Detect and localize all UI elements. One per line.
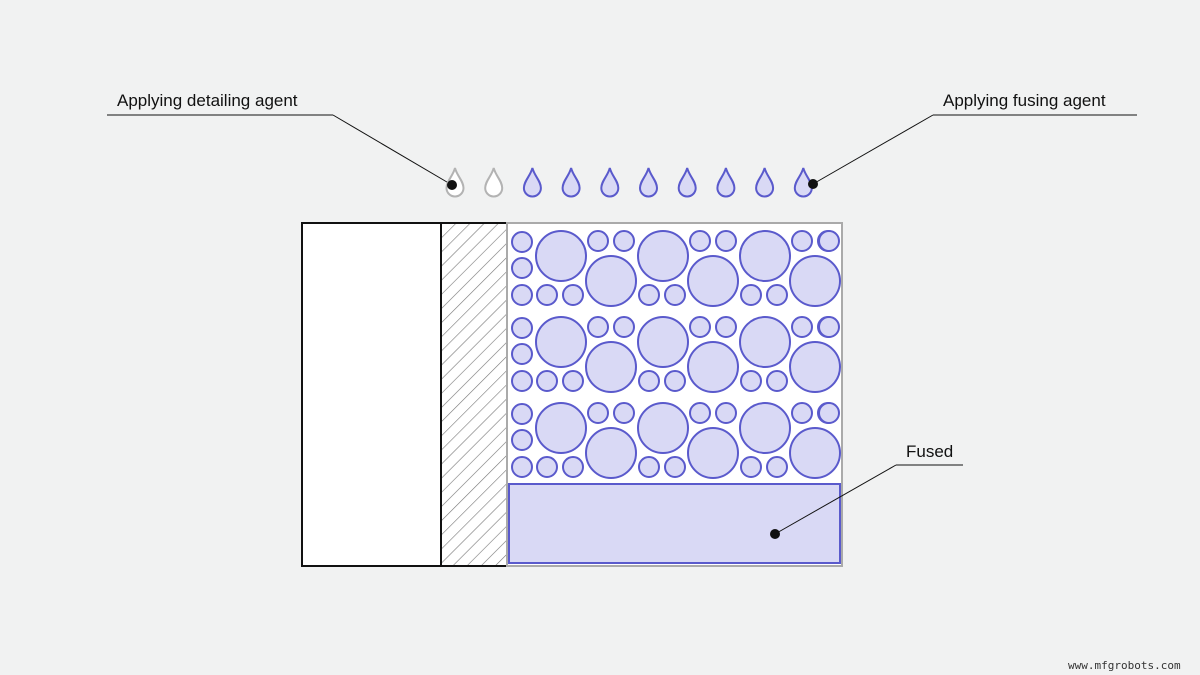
powder-particle [766,456,788,478]
label-detailing-agent: Applying detailing agent [117,91,298,110]
powder-particle [613,230,635,252]
powder-particle [791,316,813,338]
powder-particle [789,341,841,393]
powder-particle [587,402,609,424]
powder-particle [791,230,813,252]
powder-particle [585,341,637,393]
powder-particle [715,316,737,338]
fusing-droplet-icon [755,167,775,198]
fusing-droplet-icon [600,167,620,198]
powder-particle [613,316,635,338]
powder-particle [587,230,609,252]
powder-particle [740,456,762,478]
powder-particle [535,230,587,282]
powder-particle [687,427,739,479]
powder-particle [638,370,660,392]
fusing-droplet-icon [561,167,581,198]
powder-particle [637,230,689,282]
fusing-droplet-icon [716,167,736,198]
powder-particle [637,402,689,454]
powder-particle [818,402,840,424]
powder-particle [511,284,533,306]
fusing-droplet-icon [522,167,542,198]
detailing-droplet-icon [484,167,504,198]
powder-particle [818,230,840,252]
powder-particle [536,456,558,478]
powder-particle [664,370,686,392]
powder-particle [739,316,791,368]
powder-particle [789,427,841,479]
fused-layer [508,483,841,564]
fusing-droplet-icon [677,167,697,198]
powder-particles [511,230,841,479]
fusing-droplet-icon [793,167,813,198]
powder-particle [664,284,686,306]
powder-particle [715,402,737,424]
leader-dot-fusing [808,179,818,189]
powder-particle [585,255,637,307]
powder-particle [613,402,635,424]
powder-particle [535,316,587,368]
powder-particle [511,317,533,339]
powder-particle [689,402,711,424]
unprinted-region [301,222,442,567]
leader-line-fusing-diag [812,114,934,185]
droplet-row [445,167,813,198]
detailing-agent-region [440,222,508,567]
watermark: www.mfgrobots.com [1068,659,1181,672]
powder-particle [511,231,533,253]
powder-particle [587,316,609,338]
powder-particle [511,429,533,451]
powder-particle [791,402,813,424]
powder-particle [511,257,533,279]
powder-particle [637,316,689,368]
powder-particle [511,370,533,392]
powder-particle [740,370,762,392]
fusing-droplet-icon [638,167,659,198]
powder-particle [536,370,558,392]
leader-dot-fused [770,529,780,539]
powder-particle [511,456,533,478]
powder-particle [687,255,739,307]
powder-particle [715,230,737,252]
powder-particle [818,316,840,338]
powder-particle [562,456,584,478]
leader-line-detailing-diag [332,114,453,186]
powder-particle [536,284,558,306]
label-fused: Fused [906,442,953,461]
powder-particle [535,402,587,454]
powder-particle [739,402,791,454]
powder-particle [789,255,841,307]
powder-particle [562,370,584,392]
powder-particle [638,456,660,478]
label-fusing-agent: Applying fusing agent [943,91,1106,110]
powder-particle [511,403,533,425]
powder-particle [585,427,637,479]
powder-particle [739,230,791,282]
powder-particle [638,284,660,306]
leader-dot-detailing [447,180,457,190]
powder-particle [766,370,788,392]
powder-particle [766,284,788,306]
leader-line-fused-diag [774,464,897,535]
powder-particle [689,316,711,338]
powder-particle [562,284,584,306]
powder-particle [687,341,739,393]
powder-particle [664,456,686,478]
powder-particle [689,230,711,252]
powder-particle [511,343,533,365]
powder-particle [740,284,762,306]
